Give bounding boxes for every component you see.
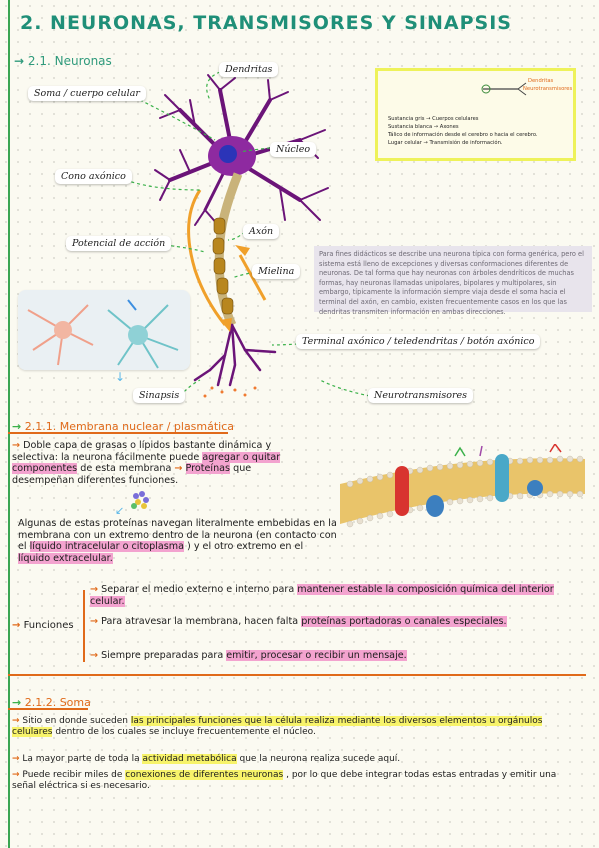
- summary-box: Dendritas Neurotransmisores Sustancia gr…: [375, 68, 576, 161]
- label-potencial-accion: Potencial de acción: [66, 236, 172, 251]
- didactic-note: Para fines didácticos se describe una ne…: [314, 246, 592, 316]
- section-soma: → 2.1.2. Soma: [12, 696, 91, 709]
- funcion-text: Siempre preparadas para: [101, 650, 224, 661]
- membrana-text: Doble capa de grasas o lípidos bastante …: [12, 440, 272, 463]
- section-divider: [8, 674, 586, 676]
- funcion-text: Para atravesar la membrana, hacen falta: [101, 616, 299, 627]
- neurons-photo: [18, 290, 190, 370]
- label-terminal-axonico: Terminal axónico / teledendritas / botón…: [296, 334, 541, 349]
- label-mielina: Mielina: [252, 264, 301, 279]
- funcion-3: → Siempre preparadas para emitir, proces…: [90, 650, 407, 661]
- page-title: 2. NEURONAS, TRANSMISORES Y SINAPSIS: [20, 12, 512, 34]
- protein-icon: [131, 491, 149, 509]
- soma-highlight: actividad metabólica: [142, 754, 237, 764]
- label-dendritas: Dendritas: [219, 62, 279, 77]
- down-arrow-icon: ↓: [115, 370, 126, 384]
- membrana-text: Algunas de estas proteínas navegan liter…: [18, 518, 337, 552]
- down-arrow-icon-2: ↙: [115, 504, 125, 517]
- soma-text: La mayor parte de toda la: [22, 754, 140, 764]
- soma-text: Sitio en donde suceden: [22, 716, 129, 726]
- section-membrana-label: 2.1.1. Membrana nuclear / plasmática: [24, 420, 235, 433]
- summary-item: Tálico de información desde el cerebro o…: [388, 132, 538, 138]
- mini-neuron-icon: [481, 82, 527, 96]
- soma-text: Puede recibir miles de: [22, 770, 123, 780]
- soma-point-3: → Puede recibir miles de conexiones de d…: [12, 770, 557, 791]
- soma-point-1: → Sitio en donde suceden las principales…: [12, 716, 543, 737]
- membrana-text: ) y el otro extremo en el: [187, 541, 304, 552]
- funcion-2: → Para atravesar la membrana, hacen falt…: [90, 616, 507, 627]
- membrana-text: que desempeñan diferentes funciones.: [12, 463, 252, 486]
- soma-highlight: conexiones de diferentes neuronas: [125, 770, 284, 780]
- label-sinapsis: Sinapsis: [133, 388, 186, 403]
- section-underline-2: [8, 708, 88, 710]
- soma-point-2: → La mayor parte de toda la actividad me…: [12, 754, 401, 764]
- proteinas-highlight: Proteínas: [185, 463, 231, 474]
- intracelular-highlight: líquido intracelular o citoplasma: [29, 541, 184, 552]
- funcion-highlight: proteínas portadoras o canales especiale…: [301, 616, 507, 627]
- section-membrana: → 2.1.1. Membrana nuclear / plasmática: [12, 420, 235, 433]
- summary-top1: Dendritas: [528, 78, 554, 84]
- soma-text: dentro de los cuales se incluye frecuent…: [55, 726, 316, 737]
- section-soma-label: 2.1.2. Soma: [24, 696, 91, 709]
- label-axon: Axón: [243, 224, 280, 239]
- membrana-text: de esta membrana: [80, 463, 172, 474]
- summary-top2: Neurotransmisores: [523, 86, 573, 92]
- neuron-illustration: [154, 74, 329, 398]
- label-soma: Soma / cuerpo celular: [28, 86, 146, 101]
- summary-item: Lugar celular → Transmisión de informaci…: [388, 140, 503, 146]
- membrana-paragraph-2: Algunas de estas proteínas navegan liter…: [18, 518, 338, 564]
- soma-text: , por lo que debe integrar todas estas e…: [12, 770, 557, 791]
- extracelular-highlight: líquido extracelular.: [18, 552, 113, 564]
- soma-text: que la neurona realiza sucede aquí.: [239, 754, 401, 764]
- section-neuronas: → 2.1. Neuronas: [14, 54, 112, 68]
- label-neurotransmisores: Neurotransmisores: [368, 388, 474, 403]
- funciones-label: → Funciones: [12, 620, 74, 631]
- margin-line: [8, 0, 10, 848]
- funcion-1: → Separar el medio externo e interno par…: [90, 584, 554, 607]
- membrana-paragraph-1: → Doble capa de grasas o lípidos bastant…: [12, 440, 281, 486]
- summary-item: Sustancia gris → Cuerpos celulares: [388, 116, 479, 122]
- section-underline: [8, 432, 228, 434]
- membrane-illustration: [340, 444, 585, 528]
- section-neuronas-label: 2.1. Neuronas: [27, 54, 112, 68]
- funcion-text: Separar el medio externo e interno para: [101, 584, 295, 595]
- label-nucleo: Núcleo: [270, 142, 317, 157]
- funciones-label-text: Funciones: [23, 620, 74, 631]
- funciones-bracket: [83, 590, 85, 662]
- summary-item: Sustancia blanca → Axones: [388, 124, 459, 130]
- funcion-highlight: emitir, procesar o recibir un mensaje.: [226, 650, 407, 661]
- neurons-photo-image: [18, 290, 190, 370]
- label-cono-axonico: Cono axónico: [55, 169, 132, 184]
